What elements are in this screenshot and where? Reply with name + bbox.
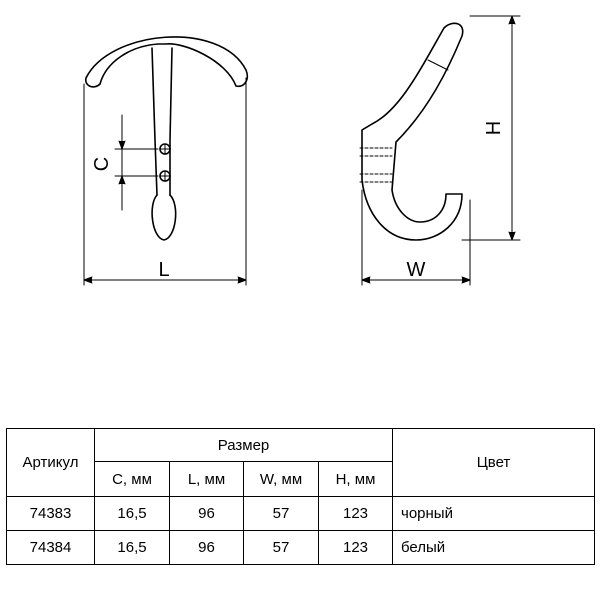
header-color: Цвет bbox=[392, 428, 595, 497]
table-row: 74384 16,5 96 57 123 белый bbox=[6, 530, 595, 565]
spec-table: Артикул Размер Цвет C, мм L, мм W, мм H,… bbox=[6, 428, 595, 565]
cell-h: 123 bbox=[318, 530, 393, 565]
cell-color: чорный bbox=[392, 496, 595, 531]
hook-front-view bbox=[84, 36, 249, 241]
dim-label-h: H bbox=[483, 121, 505, 135]
dimension-h bbox=[461, 15, 521, 241]
dimension-w bbox=[361, 189, 471, 286]
cell-c: 16,5 bbox=[94, 530, 170, 565]
dim-label-c: C bbox=[91, 157, 113, 171]
dimension-c bbox=[114, 114, 159, 211]
header-article: Артикул bbox=[6, 428, 95, 497]
cell-c: 16,5 bbox=[94, 496, 170, 531]
cell-article: 74384 bbox=[6, 530, 95, 565]
cell-color: белый bbox=[392, 530, 595, 565]
header-c: C, мм bbox=[94, 461, 170, 497]
header-size-group: Размер bbox=[94, 428, 393, 462]
hook-side-view bbox=[359, 22, 464, 241]
table-row: 74383 16,5 96 57 123 чорный bbox=[6, 496, 595, 531]
cell-l: 96 bbox=[169, 496, 244, 531]
cell-l: 96 bbox=[169, 530, 244, 565]
header-w: W, мм bbox=[243, 461, 319, 497]
technical-drawing: L C W H bbox=[83, 15, 521, 286]
dimension-l bbox=[83, 77, 247, 286]
header-h: H, мм bbox=[318, 461, 393, 497]
cell-h: 123 bbox=[318, 496, 393, 531]
cell-w: 57 bbox=[243, 496, 319, 531]
cell-w: 57 bbox=[243, 530, 319, 565]
cell-article: 74383 bbox=[6, 496, 95, 531]
header-l: L, мм bbox=[169, 461, 244, 497]
dim-label-w: W bbox=[407, 259, 426, 281]
dim-label-l: L bbox=[158, 259, 169, 281]
